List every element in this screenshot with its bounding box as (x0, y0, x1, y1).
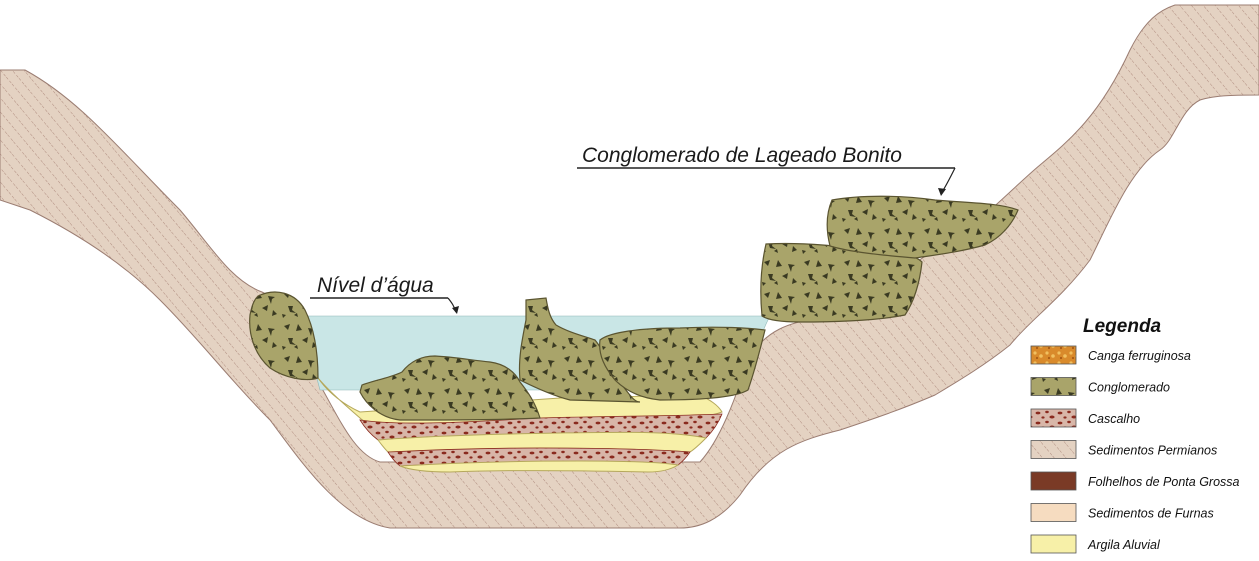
conglomerate-formation-label: Conglomerado de Lageado Bonito (582, 144, 902, 167)
legend-swatch-6 (1031, 535, 1076, 553)
legend-label-0: Canga ferruginosa (1088, 349, 1191, 363)
legend-swatch-5 (1031, 504, 1076, 522)
legend-label-5: Sedimentos de Furnas (1088, 507, 1214, 521)
water-level-label: Nível d’água (317, 274, 434, 297)
legend-swatch-2 (1031, 409, 1076, 427)
conglomerate-formation-arrowhead (938, 188, 946, 196)
legend-label-3: Sedimentos Permianos (1088, 444, 1217, 458)
legend-label-1: Conglomerado (1088, 381, 1170, 395)
legend-swatch-4 (1031, 472, 1076, 490)
legend-swatch-3 (1031, 441, 1076, 459)
legend: Legenda Canga ferruginosaConglomeradoCas… (1031, 316, 1240, 553)
legend-label-4: Folhelhos de Ponta Grossa (1088, 475, 1240, 489)
legend-label-6: Argila Aluvial (1087, 538, 1161, 552)
legend-swatch-1 (1031, 378, 1076, 396)
conglomerate-formation-arrow (942, 168, 955, 192)
water-level-arrowhead (452, 306, 459, 314)
legend-title: Legenda (1083, 316, 1162, 337)
legend-swatch-0 (1031, 346, 1076, 364)
legend-label-2: Cascalho (1088, 412, 1140, 426)
